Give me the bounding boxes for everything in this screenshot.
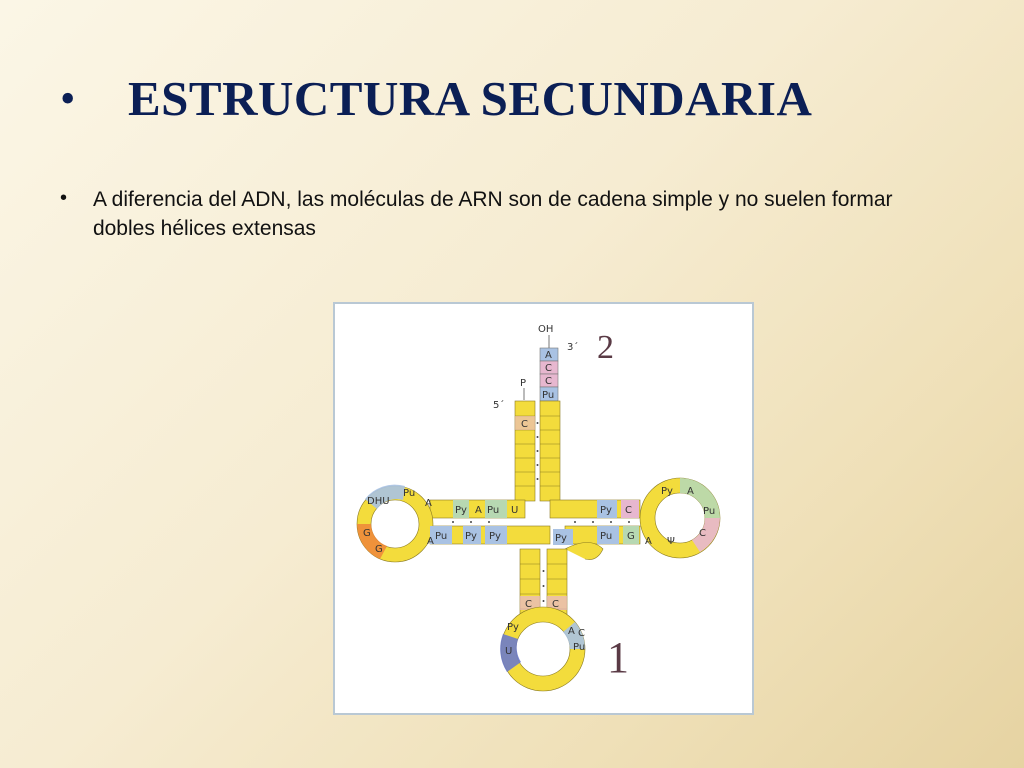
d-stem-a: A: [475, 505, 482, 516]
anticodon-stem: C C: [519, 548, 568, 625]
body-text: A diferencia del ADN, las moléculas de A…: [92, 188, 893, 240]
anticodon-pu: Pu: [573, 642, 585, 653]
t-stem-py2: Py: [661, 486, 673, 497]
anticodon-stem-c1: C: [525, 599, 532, 610]
five-prime-label: 5´: [493, 399, 504, 411]
trna-figure: OH 3´ 2 P 5´ A C C Pu: [333, 302, 754, 715]
d-arm: DHU Pu A G G A Py A Pu U Pu Py Py: [356, 484, 551, 563]
variable-py: Py: [555, 533, 567, 544]
t-stem-pu: Pu: [600, 531, 612, 542]
slide-title: ESTRUCTURA SECUNDARIA: [128, 71, 813, 126]
t-stem-py: Py: [600, 505, 612, 516]
body-row: • A diferencia del ADN, las moléculas de…: [60, 185, 940, 243]
acceptor-base-3-label: C: [545, 376, 552, 387]
number-2-label: 2: [597, 329, 614, 366]
d-stem-py2: Py: [465, 531, 477, 542]
d-stem-pu: Pu: [487, 505, 499, 516]
tpsic-arm: Py A Pu C Ψ A G C Py Pu: [549, 477, 721, 559]
dhu-label: DHU: [367, 496, 390, 507]
anticodon-c: C: [578, 628, 585, 639]
d-stem-py3: Py: [489, 531, 501, 542]
body-bullet: •: [60, 187, 68, 209]
anticodon-a: A: [568, 626, 575, 637]
t-stem-c: C: [625, 505, 632, 516]
d-loop-g1: G: [363, 528, 371, 539]
t-loop-a: A: [687, 486, 694, 497]
t-loop-c: C: [699, 528, 706, 539]
d-loop-pu: Pu: [403, 488, 415, 499]
number-1-label: 1: [607, 633, 629, 682]
acceptor-base-1-label: A: [545, 350, 552, 361]
anticodon-py: Py: [507, 622, 519, 633]
oh-label: OH: [538, 324, 553, 335]
d-stem-u: U: [511, 505, 518, 516]
p-label: P: [520, 378, 526, 389]
t-loop-psi: Ψ: [667, 536, 675, 547]
acceptor-base-4-label: Pu: [542, 390, 554, 401]
t-loop-a2: A: [645, 536, 652, 547]
d-stem-pu2: Pu: [435, 531, 447, 542]
title-row: • ESTRUCTURA SECUNDARIA: [60, 70, 812, 127]
cc-label: C: [521, 419, 528, 430]
anticodon-u: U: [505, 646, 512, 657]
t-loop-pu: Pu: [703, 506, 715, 517]
acceptor-stem: C: [514, 400, 561, 502]
t-loop-g: G: [627, 531, 635, 542]
d-loop-g2: G: [375, 544, 383, 555]
d-loop-a2: A: [427, 536, 434, 547]
title-bullet: •: [60, 74, 76, 123]
acceptor-base-2-label: C: [545, 363, 552, 374]
trna-cloverleaf-diagram: OH 3´ 2 P 5´ A C C Pu: [356, 324, 721, 692]
three-prime-label: 3´: [567, 341, 578, 353]
anticodon-loop: Py U A C Pu: [500, 606, 586, 692]
d-stem-py: Py: [455, 505, 467, 516]
variable-loop: [564, 542, 604, 560]
anticodon-stem-c2: C: [552, 599, 559, 610]
d-loop-a: A: [425, 498, 432, 509]
